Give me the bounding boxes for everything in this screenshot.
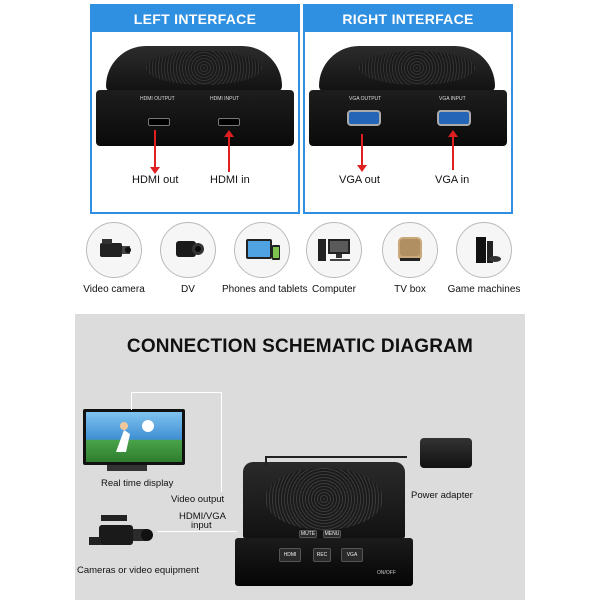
vga-input-label: VGA INPUT	[439, 96, 466, 102]
tv-screen	[86, 412, 182, 462]
source-computer: Computer	[294, 222, 374, 295]
camera-caption: Cameras or video equipment	[77, 565, 199, 576]
display-caption: Real time display	[101, 478, 174, 489]
vga-out-arrow-icon	[357, 134, 367, 172]
hdmi-out-arrow-icon	[150, 130, 160, 174]
vga-output-label: VGA OUTPUT	[349, 96, 382, 102]
right-interface-title: RIGHT INTERFACE	[305, 6, 511, 32]
rec-button[interactable]: REC	[313, 548, 331, 562]
device-left-view: HDMI OUTPUT HDMI INPUT	[96, 46, 294, 146]
schematic-title: CONNECTION SCHEMATIC DIAGRAM	[126, 336, 474, 357]
source-game-machines: Game machines	[444, 222, 524, 295]
source-video-camera: Video camera	[74, 222, 154, 295]
source-tv-box: TV box	[370, 222, 450, 295]
vga-out-caption: VGA out	[339, 174, 380, 186]
device-right-view: VGA OUTPUT VGA INPUT	[309, 46, 507, 146]
vga-button[interactable]: VGA	[341, 548, 363, 562]
tv-display	[83, 409, 185, 465]
left-interface-panel: LEFT INTERFACE HDMI OUTPUT HDMI INPUT HD…	[90, 4, 300, 214]
mute-button[interactable]: MUTE	[299, 530, 317, 538]
power-caption: Power adapter	[411, 490, 473, 501]
menu-button[interactable]: MENU	[323, 530, 341, 538]
power-adapter	[420, 438, 472, 468]
input-caption-line2: input	[191, 520, 212, 531]
tablet-phone-icon	[234, 222, 290, 278]
speaker-grill	[265, 468, 383, 530]
game-console-icon	[456, 222, 512, 278]
tv-box-icon	[382, 222, 438, 278]
video-camera-icon	[86, 222, 142, 278]
hdmi-input-label: HDMI INPUT	[210, 96, 240, 102]
hdmi-in-caption: HDMI in	[210, 174, 250, 186]
input-connection-line	[157, 531, 237, 532]
camera-equipment	[85, 509, 155, 559]
video-output-caption: Video output	[171, 494, 225, 505]
right-interface-panel: RIGHT INTERFACE VGA OUTPUT VGA INPUT VGA…	[303, 4, 513, 214]
source-phones-tablets: Phones and tablets	[222, 222, 308, 295]
tv-stand	[107, 465, 147, 471]
vga-output-port	[347, 110, 381, 126]
vga-input-port	[437, 110, 471, 126]
tv-connection-line	[131, 392, 221, 393]
hdmi-output-label: HDMI OUTPUT	[140, 96, 175, 102]
hdmi-input-port	[218, 118, 240, 126]
input-caption-line1: HDMI/VGA	[179, 511, 226, 522]
left-interface-title: LEFT INTERFACE	[92, 6, 298, 32]
power-cable	[265, 456, 405, 458]
hdmi-button[interactable]: HDMI	[279, 548, 301, 562]
computer-icon	[306, 222, 362, 278]
vga-in-arrow-icon	[448, 130, 458, 170]
hdmi-output-port	[148, 118, 170, 126]
hdmi-out-caption: HDMI out	[132, 174, 179, 186]
camcorder-icon	[160, 222, 216, 278]
source-dv: DV	[148, 222, 228, 295]
connection-schematic: CONNECTION SCHEMATIC DIAGRAM Real time d…	[75, 314, 525, 600]
hdmi-in-arrow-icon	[224, 130, 234, 172]
vga-in-caption: VGA in	[435, 174, 470, 186]
capture-device: MUTE MENU HDMI REC VGA ON/OFF	[235, 462, 413, 586]
power-switch-label: ON/OFF	[377, 570, 396, 576]
source-devices-row: Video camera DV Phones and tablets Compu…	[80, 222, 530, 302]
